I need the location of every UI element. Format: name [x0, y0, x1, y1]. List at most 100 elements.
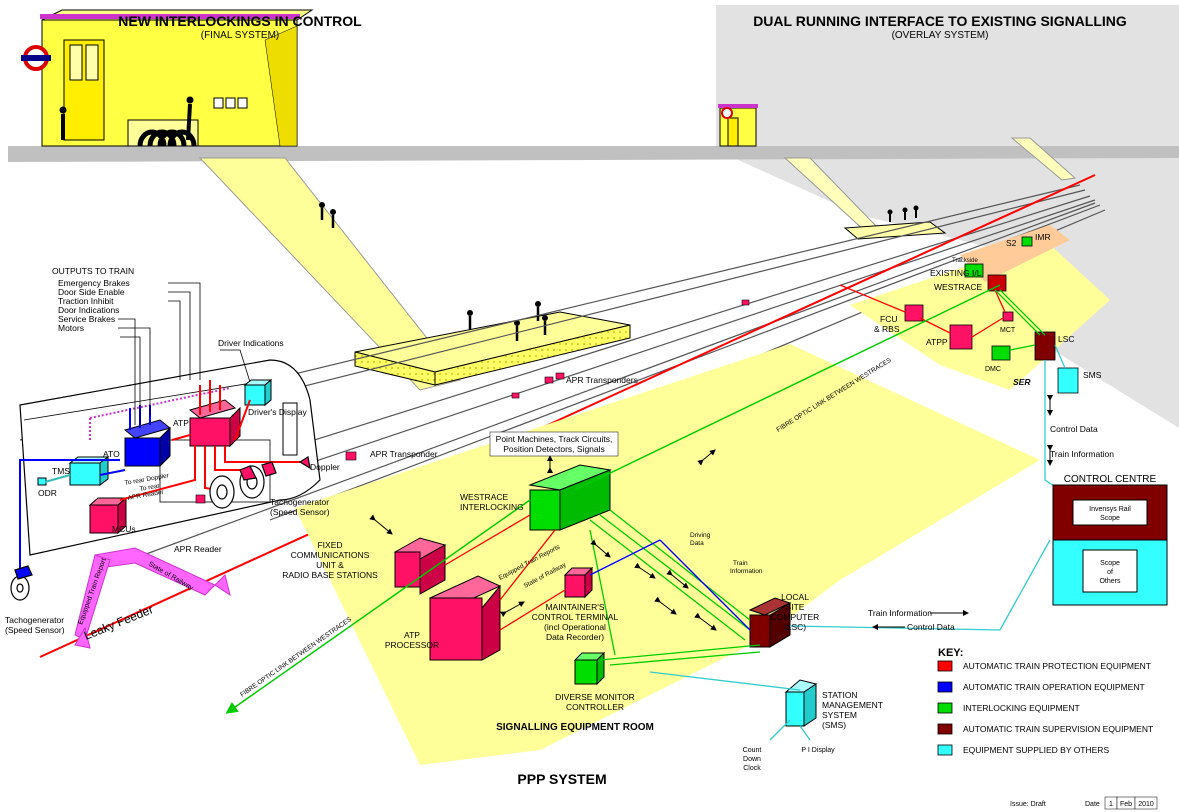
- apr-reader-label: APR Reader: [174, 544, 222, 554]
- legend-swatch: [938, 724, 952, 734]
- svg-text:FIXED: FIXED: [317, 540, 342, 550]
- svg-text:(incl Operational: (incl Operational: [544, 622, 606, 632]
- svg-text:Train: Train: [733, 560, 748, 567]
- svg-text:Point Machines, Track Circuits: Point Machines, Track Circuits,: [496, 434, 613, 444]
- right-title: DUAL RUNNING INTERFACE TO EXISTING SIGNA…: [753, 13, 1127, 29]
- svg-text:Control Data: Control Data: [1050, 424, 1098, 434]
- driver-indications-label: Driver Indications: [218, 338, 284, 348]
- apr-transponder-label: APR Transponder: [370, 449, 438, 459]
- ato-label: ATO: [103, 449, 120, 459]
- svg-text:MANAGEMENT: MANAGEMENT: [822, 700, 883, 710]
- svg-text:Train Information: Train Information: [1050, 449, 1114, 459]
- svg-text:2010: 2010: [1138, 801, 1154, 808]
- svg-text:PROCESSOR: PROCESSOR: [385, 640, 439, 650]
- svg-text:COMPUTER: COMPUTER: [771, 612, 820, 622]
- svg-text:Driving: Driving: [690, 532, 711, 539]
- svg-text:ATPP: ATPP: [926, 337, 948, 347]
- right-subtitle: (OVERLAY SYSTEM): [892, 30, 989, 41]
- doppler-label: Doppler: [310, 462, 340, 472]
- tms-box: [70, 457, 108, 485]
- svg-text:Down: Down: [743, 756, 761, 763]
- svg-text:Clock: Clock: [743, 765, 761, 772]
- legend-swatch: [938, 703, 952, 713]
- legend-label: AUTOMATIC TRAIN SUPERVISION EQUIPMENT: [963, 724, 1153, 734]
- svg-text:of: of: [1107, 569, 1113, 576]
- svg-text:Data: Data: [690, 540, 704, 547]
- left-subtitle: (FINAL SYSTEM): [201, 30, 280, 41]
- odr-label: ODR: [38, 488, 57, 498]
- legend-label: INTERLOCKING EQUIPMENT: [963, 703, 1080, 713]
- svg-text:FCU: FCU: [880, 314, 897, 324]
- svg-text:INTERLOCKING: INTERLOCKING: [460, 502, 524, 512]
- svg-text:Information: Information: [730, 568, 763, 575]
- svg-text:SMS: SMS: [1083, 370, 1102, 380]
- svg-text:ATP: ATP: [404, 630, 420, 640]
- svg-text:(SMS): (SMS): [822, 720, 846, 730]
- fibre-label-lower: FIBRE OPTIC LINK BETWEEN WESTRACES: [239, 616, 353, 699]
- svg-text:Issue: Draft: Issue: Draft: [1010, 801, 1046, 808]
- svg-text:DIVERSE MONITOR: DIVERSE MONITOR: [555, 692, 635, 702]
- sms-box: [786, 680, 816, 726]
- control-centre-title: CONTROL CENTRE: [1064, 474, 1157, 485]
- tachogen2-label-1: Tachogenerator: [5, 615, 64, 625]
- bottom-title: PPP SYSTEM: [517, 771, 606, 787]
- apr-transponders-label: APR Transponders: [566, 375, 638, 385]
- tachogen-label-1: Tachogenerator: [270, 497, 329, 507]
- svg-text:DMC: DMC: [985, 366, 1001, 373]
- svg-text:UNIT &: UNIT &: [316, 560, 344, 570]
- svg-text:(LSC): (LSC): [784, 622, 806, 632]
- svg-text:Scope: Scope: [1100, 515, 1120, 522]
- tachogen-label-2: (Speed Sensor): [270, 507, 330, 517]
- svg-text:Date: Date: [1085, 801, 1100, 808]
- svg-text:1: 1: [1109, 801, 1113, 808]
- control-centre: [1053, 485, 1167, 605]
- left-title: NEW INTERLOCKINGS IN CONTROL: [118, 13, 362, 29]
- svg-text:Invensys Rail: Invensys Rail: [1089, 506, 1131, 513]
- svg-text:WESTRACE: WESTRACE: [934, 282, 983, 292]
- svg-text:SITE: SITE: [786, 602, 805, 612]
- svg-text:WESTRACE: WESTRACE: [460, 492, 509, 502]
- svg-text:Train Information: Train Information: [868, 608, 932, 618]
- svg-text:CONTROLLER: CONTROLLER: [566, 702, 624, 712]
- svg-text:Control Data: Control Data: [907, 622, 955, 632]
- legend-title: KEY:: [938, 647, 963, 659]
- svg-text:Scope: Scope: [1100, 560, 1120, 567]
- output-item: Motors: [58, 323, 84, 333]
- legend-swatch: [938, 661, 952, 671]
- svg-text:LOCAL: LOCAL: [781, 592, 809, 602]
- svg-text:COMMUNICATIONS: COMMUNICATIONS: [291, 550, 370, 560]
- svg-text:STATION: STATION: [822, 690, 858, 700]
- svg-text:Trackside: Trackside: [952, 258, 978, 264]
- tms-label: TMS: [52, 466, 70, 476]
- drivers-display-label: Driver's Display: [248, 407, 308, 417]
- svg-text:MCT: MCT: [1000, 327, 1016, 334]
- odr-icon: [38, 478, 46, 485]
- svg-text:EXISTING I/L: EXISTING I/L: [930, 268, 982, 278]
- tachogen2-label-2: (Speed Sensor): [5, 625, 65, 635]
- legend-label: AUTOMATIC TRAIN PROTECTION EQUIPMENT: [963, 661, 1151, 671]
- legend-swatch: [938, 745, 952, 755]
- svg-text:S2: S2: [1006, 238, 1017, 248]
- atp-label: ATP: [173, 418, 189, 428]
- right-station-building: [718, 104, 758, 146]
- svg-text:P I Display: P I Display: [801, 747, 835, 754]
- svg-text:IMR: IMR: [1035, 232, 1051, 242]
- dmc-box: [575, 653, 604, 684]
- outputs-heading: OUTPUTS TO TRAIN: [52, 266, 134, 276]
- svg-text:LSC: LSC: [1058, 334, 1075, 344]
- svg-text:Position Detectors, Signals: Position Detectors, Signals: [503, 444, 605, 454]
- svg-text:Count: Count: [743, 747, 762, 754]
- svg-text:Data Recorder): Data Recorder): [546, 632, 604, 642]
- svg-text:MAINTAINER'S: MAINTAINER'S: [545, 602, 604, 612]
- svg-text:RADIO BASE STATIONS: RADIO BASE STATIONS: [282, 570, 378, 580]
- maintainer-terminal-box: [565, 568, 592, 597]
- footer: Issue: Draft Date 1 Feb 2010: [1010, 797, 1157, 809]
- legend-label: EQUIPMENT SUPPLIED BY OTHERS: [963, 745, 1109, 755]
- legend-label: AUTOMATIC TRAIN OPERATION EQUIPMENT: [963, 682, 1145, 692]
- mcus-label: MCUs: [112, 524, 136, 534]
- svg-text:Feb: Feb: [1120, 801, 1132, 808]
- train-car: [20, 360, 320, 555]
- room-label: SIGNALLING EQUIPMENT ROOM: [496, 722, 654, 733]
